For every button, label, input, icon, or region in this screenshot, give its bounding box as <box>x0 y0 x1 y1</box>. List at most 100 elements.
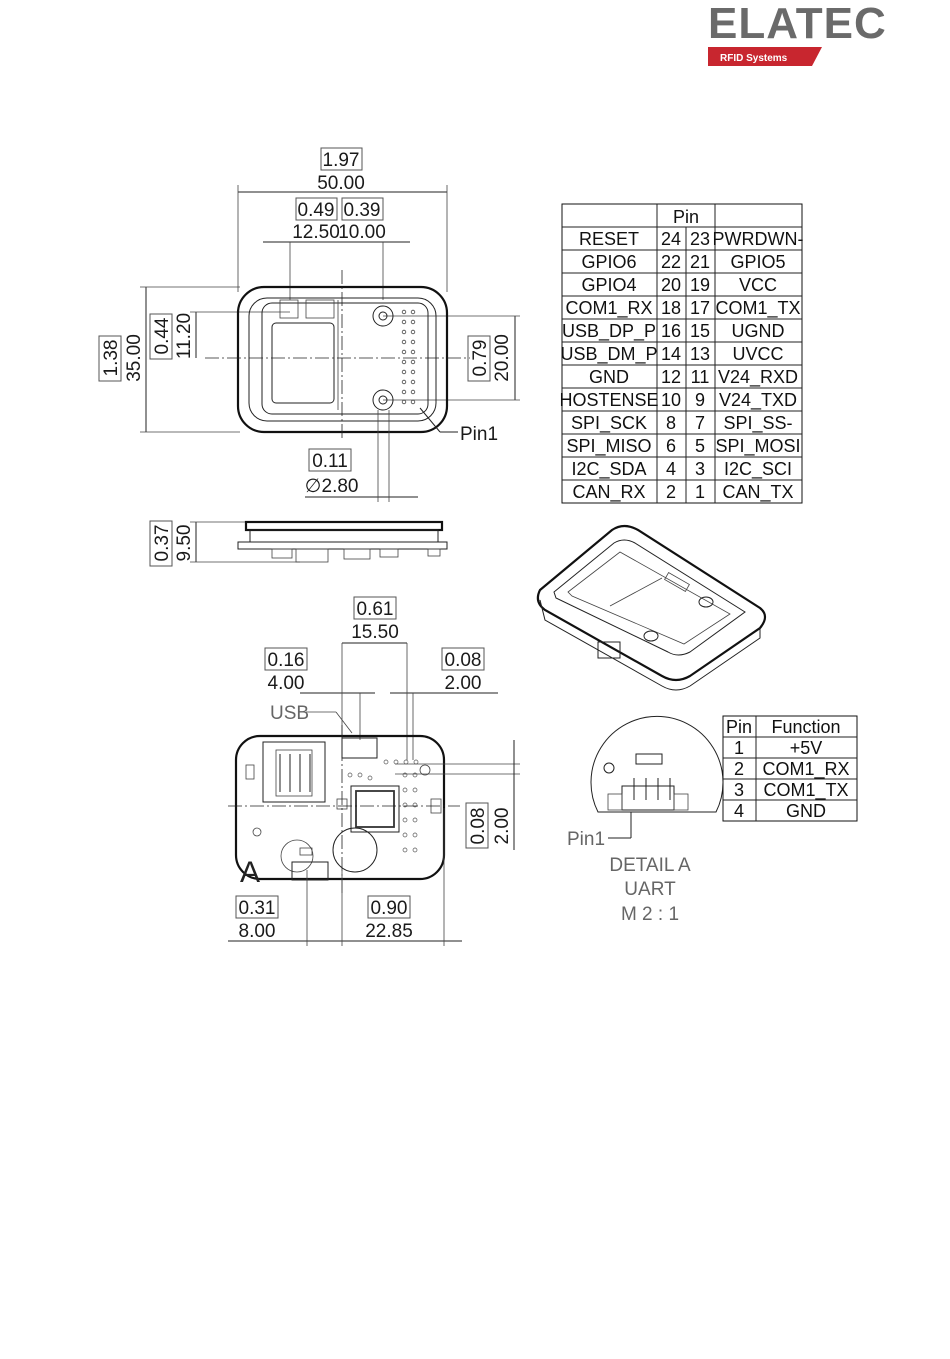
dim-thickness-mm: 9.50 <box>174 525 195 562</box>
dim-uart-right-mm: 22.85 <box>365 921 413 942</box>
pin-number-left: 8 <box>666 413 676 433</box>
pin-signal-left: CAN_RX <box>572 482 645 503</box>
dim-uart-left-mm: 8.00 <box>239 921 276 942</box>
pin-number-left: 18 <box>661 298 681 318</box>
dim-hole-spacing-mm: 20.00 <box>492 334 513 382</box>
dim-uart-left-in: 0.31 <box>239 898 276 919</box>
pin-number-right: 19 <box>690 275 710 295</box>
mount-hole-top <box>372 305 394 327</box>
uart-pin-number: 3 <box>734 780 744 800</box>
detail-pin1-label: Pin1 <box>567 829 605 850</box>
dim-height-in: 1.38 <box>101 340 122 377</box>
via-dots <box>347 759 419 853</box>
detail-scale: M 2 : 1 <box>621 904 679 925</box>
pin-signal-left: I2C_SDA <box>571 459 646 480</box>
pin-number-right: 15 <box>690 321 710 341</box>
logo-red-band <box>708 47 822 66</box>
dim-right-mm: 2.00 <box>492 808 513 845</box>
pin-signal-right: PWRDWN- <box>713 229 804 249</box>
dim-offset-left-mm: 12.50 <box>292 222 340 243</box>
mcu-chip <box>350 785 400 833</box>
dim-usb-right-mm: 2.00 <box>445 673 482 694</box>
dim-upper-mm: 11.20 <box>174 313 195 359</box>
uart-pin-number: 4 <box>734 801 744 821</box>
pin-number-left: 6 <box>666 436 676 456</box>
pin-number-left: 2 <box>666 482 676 502</box>
dim-width-in: 1.97 <box>323 150 360 171</box>
dim-usb-left-in: 0.16 <box>268 650 305 671</box>
pin-table-header: Pin <box>673 207 699 227</box>
pin-signal-left: SPI_MISO <box>566 436 651 457</box>
pin-number-right: 23 <box>690 229 710 249</box>
pin-signal-right: GPIO5 <box>730 252 785 272</box>
dim-uart-right-in: 0.90 <box>371 898 408 919</box>
detail-subtitle: UART <box>624 879 676 900</box>
pin-number-left: 22 <box>661 252 681 272</box>
pin-signal-right: SPI_MOSI <box>715 436 800 457</box>
dim-usb-left-mm: 4.00 <box>268 673 305 694</box>
pin-signal-right: SPI_SS- <box>723 413 792 434</box>
uart-connector <box>291 861 329 881</box>
usb-label: USB <box>270 703 309 724</box>
pin-number-right: 3 <box>695 459 705 479</box>
pin-signal-left: GPIO4 <box>581 275 636 295</box>
uart-pin-number: 1 <box>734 738 744 758</box>
dim-usb-right-in: 0.08 <box>445 650 482 671</box>
dim-offset-left-in: 0.49 <box>298 200 335 221</box>
pin-number-right: 9 <box>695 390 705 410</box>
pin-signal-right: V24_TXD <box>719 390 797 411</box>
board-outline <box>234 734 446 881</box>
pin-signal-left: COM1_RX <box>565 298 652 319</box>
dim-height-mm: 35.00 <box>124 334 145 382</box>
dim-hole-dia-mm: 2.80 <box>322 476 359 497</box>
pin-signal-left: USB_DM_P <box>560 344 657 365</box>
logo-name: ELATEC <box>708 0 887 48</box>
pin-signal-right: CAN_TX <box>722 482 793 503</box>
pin-number-left: 24 <box>661 229 681 249</box>
pin-signal-right: COM1_TX <box>715 298 800 319</box>
pin-signal-left: SPI_SCK <box>571 413 647 434</box>
pin-number-left: 10 <box>661 390 681 410</box>
dim-offset-right-in: 0.39 <box>344 200 381 221</box>
pin-number-right: 11 <box>691 367 710 387</box>
dim-hole-spacing-in: 0.79 <box>470 340 491 377</box>
diameter-symbol: ∅ <box>305 476 322 497</box>
bottom-view: 0.61 15.50 0.16 4.00 0.08 2.00 USB <box>228 596 520 946</box>
pin-number-left: 14 <box>661 344 681 364</box>
uart-pin-number: 2 <box>734 759 744 779</box>
module-outline <box>236 285 449 434</box>
pin-number-right: 13 <box>690 344 710 364</box>
dim-usb-width-mm: 15.50 <box>351 622 399 643</box>
dim-upper-in: 0.44 <box>152 317 173 354</box>
uart-pin-function: COM1_RX <box>762 759 849 780</box>
pin-number-right: 1 <box>695 482 705 502</box>
pin-number-right: 7 <box>695 413 705 433</box>
dim-usb-width-in: 0.61 <box>357 599 394 620</box>
pin-signal-left: RESET <box>579 229 639 249</box>
pin-header-dots <box>401 309 416 405</box>
detail-title: DETAIL A <box>609 855 691 876</box>
pin1-label: Pin1 <box>460 424 498 445</box>
dim-hole-dia-in: 0.11 <box>312 451 348 472</box>
uart-pin-function: COM1_TX <box>763 780 848 801</box>
pin-signal-left: USB_DP_P <box>562 321 656 342</box>
dim-width-mm: 50.00 <box>317 173 365 194</box>
dim-right-in: 0.08 <box>468 808 489 845</box>
pin-signal-left: GPIO6 <box>581 252 636 272</box>
pin-signal-left: GND <box>589 367 629 387</box>
side-view: 0.37 9.50 <box>149 520 448 567</box>
antenna-pad <box>271 322 335 404</box>
pin-signal-right: VCC <box>739 275 777 295</box>
detail-a: Pin1 DETAIL A UART M 2 : 1 <box>567 715 724 925</box>
dim-box <box>320 147 363 171</box>
pin-number-right: 17 <box>690 298 710 318</box>
detail-marker: A <box>240 856 260 889</box>
pin-signal-right: V24_RXD <box>718 367 798 388</box>
uart-col-pin: Pin <box>726 717 752 737</box>
mount-hole-bottom <box>372 389 394 411</box>
uart-col-function: Function <box>771 717 840 737</box>
pin-number-left: 12 <box>661 367 681 387</box>
